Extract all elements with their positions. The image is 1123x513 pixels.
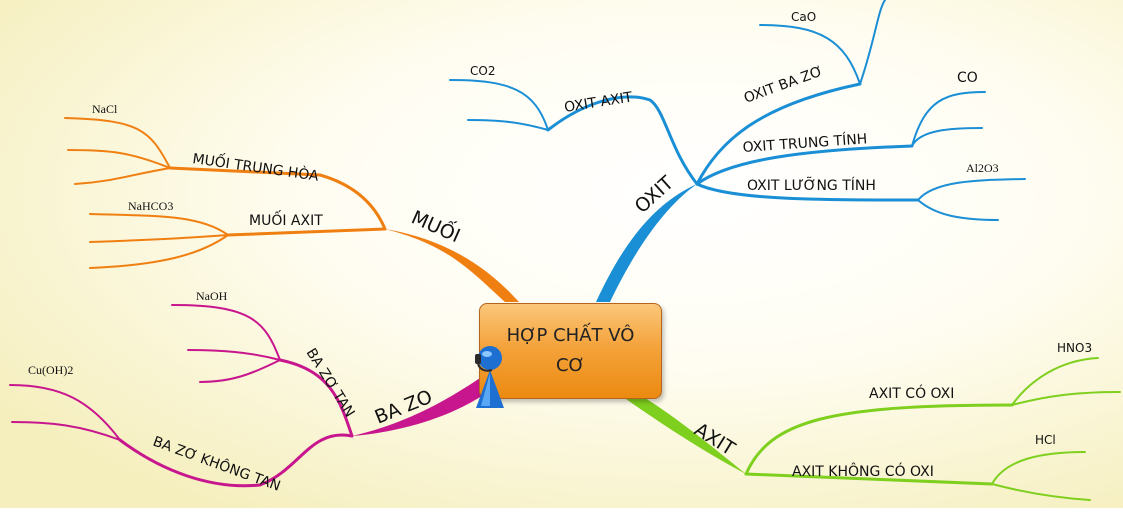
salt-trunk — [385, 229, 519, 302]
salt-acid-line — [226, 227, 387, 237]
salt-neutral-leaves — [64, 117, 171, 185]
person-headset-icon — [475, 346, 504, 408]
salt-acid-label: MUỐI AXIT — [249, 210, 323, 229]
acid-oxy-line — [744, 403, 1014, 476]
branch-base — [9, 304, 488, 488]
salt-acid-leaves — [89, 213, 229, 269]
example-hno3: HNO3 — [1057, 341, 1092, 355]
base-soluble-leaves — [171, 304, 281, 383]
base-soluble-line — [278, 358, 354, 438]
example-nahco3: NaHCO3 — [128, 199, 173, 213]
oxide-acid-leaves — [449, 79, 549, 131]
branch-acid — [626, 357, 1121, 501]
oxide-trunk — [596, 184, 697, 302]
center-topic[interactable]: HỢP CHẤT VÔ CƠ — [479, 303, 662, 399]
example-naoh: NaOH — [196, 289, 228, 303]
base-trunk — [352, 378, 488, 436]
center-topic-title: HỢP CHẤT VÔ CƠ — [506, 325, 635, 376]
salt-neutral-line — [168, 166, 387, 231]
example-cuoh2: Cu(OH)2 — [28, 363, 73, 377]
oxide-neutral-leaves — [911, 91, 986, 147]
branch-salt — [64, 117, 519, 302]
branch-oxide — [449, 0, 1026, 302]
oxide-acid-line — [546, 95, 699, 186]
example-al2o3: Al2O3 — [966, 161, 999, 175]
oxide-amph-line — [695, 182, 920, 202]
acid-oxy-label: AXIT CÓ OXI — [869, 384, 954, 402]
example-co2: CO2 — [470, 64, 495, 78]
oxide-basic-leaves — [759, 0, 886, 85]
acid-oxy-leaves — [1011, 357, 1121, 406]
oxide-basic-line — [695, 82, 862, 186]
oxide-amph-leaves — [917, 178, 1026, 221]
example-cao: CaO — [791, 10, 816, 24]
example-nacl: NaCl — [92, 102, 118, 116]
acid-nooxy-label: AXIT KHÔNG CÓ OXI — [792, 462, 934, 480]
acid-nooxy-leaves — [991, 451, 1091, 501]
acid-nooxy-line — [744, 472, 994, 486]
example-co: CO — [957, 70, 978, 86]
base-insoluble-leaves — [9, 384, 121, 441]
oxide-neutral-line — [695, 144, 914, 186]
oxide-amph-label: OXIT LƯỠNG TÍNH — [747, 177, 876, 194]
acid-trunk — [626, 396, 746, 474]
example-hcl: HCl — [1035, 433, 1056, 447]
base-insoluble-line — [118, 433, 354, 488]
